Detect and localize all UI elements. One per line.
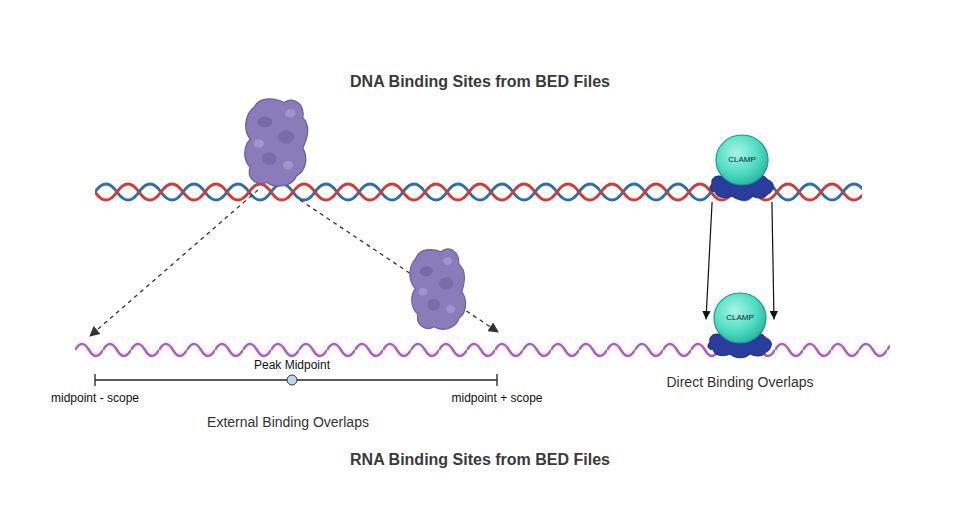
clamp-protein: CLAMP <box>708 132 776 202</box>
dashed-arrow <box>300 200 498 332</box>
clamp-outline <box>706 290 774 360</box>
binding-arrow <box>772 202 774 319</box>
overlap-label: Direct Binding Overlaps <box>666 374 813 391</box>
scope-tick <box>496 374 497 386</box>
scope-tick <box>94 374 95 386</box>
scope-label: midpoint - scope <box>51 391 139 405</box>
protein-name: CLAMP <box>728 155 756 165</box>
clamp-protein: CLAMP <box>706 290 774 360</box>
protein-name: CLAMP <box>726 313 754 323</box>
protein-blob <box>407 246 470 332</box>
clamp-head <box>716 135 768 185</box>
clamp-outline <box>708 132 776 202</box>
overlap-label: External Binding Overlaps <box>207 414 369 431</box>
diagram-title: DNA Binding Sites from BED Files <box>350 72 610 91</box>
scope-label: midpoint + scope <box>451 391 542 405</box>
clamp-head <box>714 293 766 343</box>
protein-blob <box>245 99 308 186</box>
scope-label: Peak Midpoint <box>254 358 330 372</box>
binding-arrow <box>706 202 712 319</box>
dashed-arrow <box>90 190 258 336</box>
diagram-caption: RNA Binding Sites from BED Files <box>350 450 610 469</box>
midpoint-dot <box>287 375 297 385</box>
